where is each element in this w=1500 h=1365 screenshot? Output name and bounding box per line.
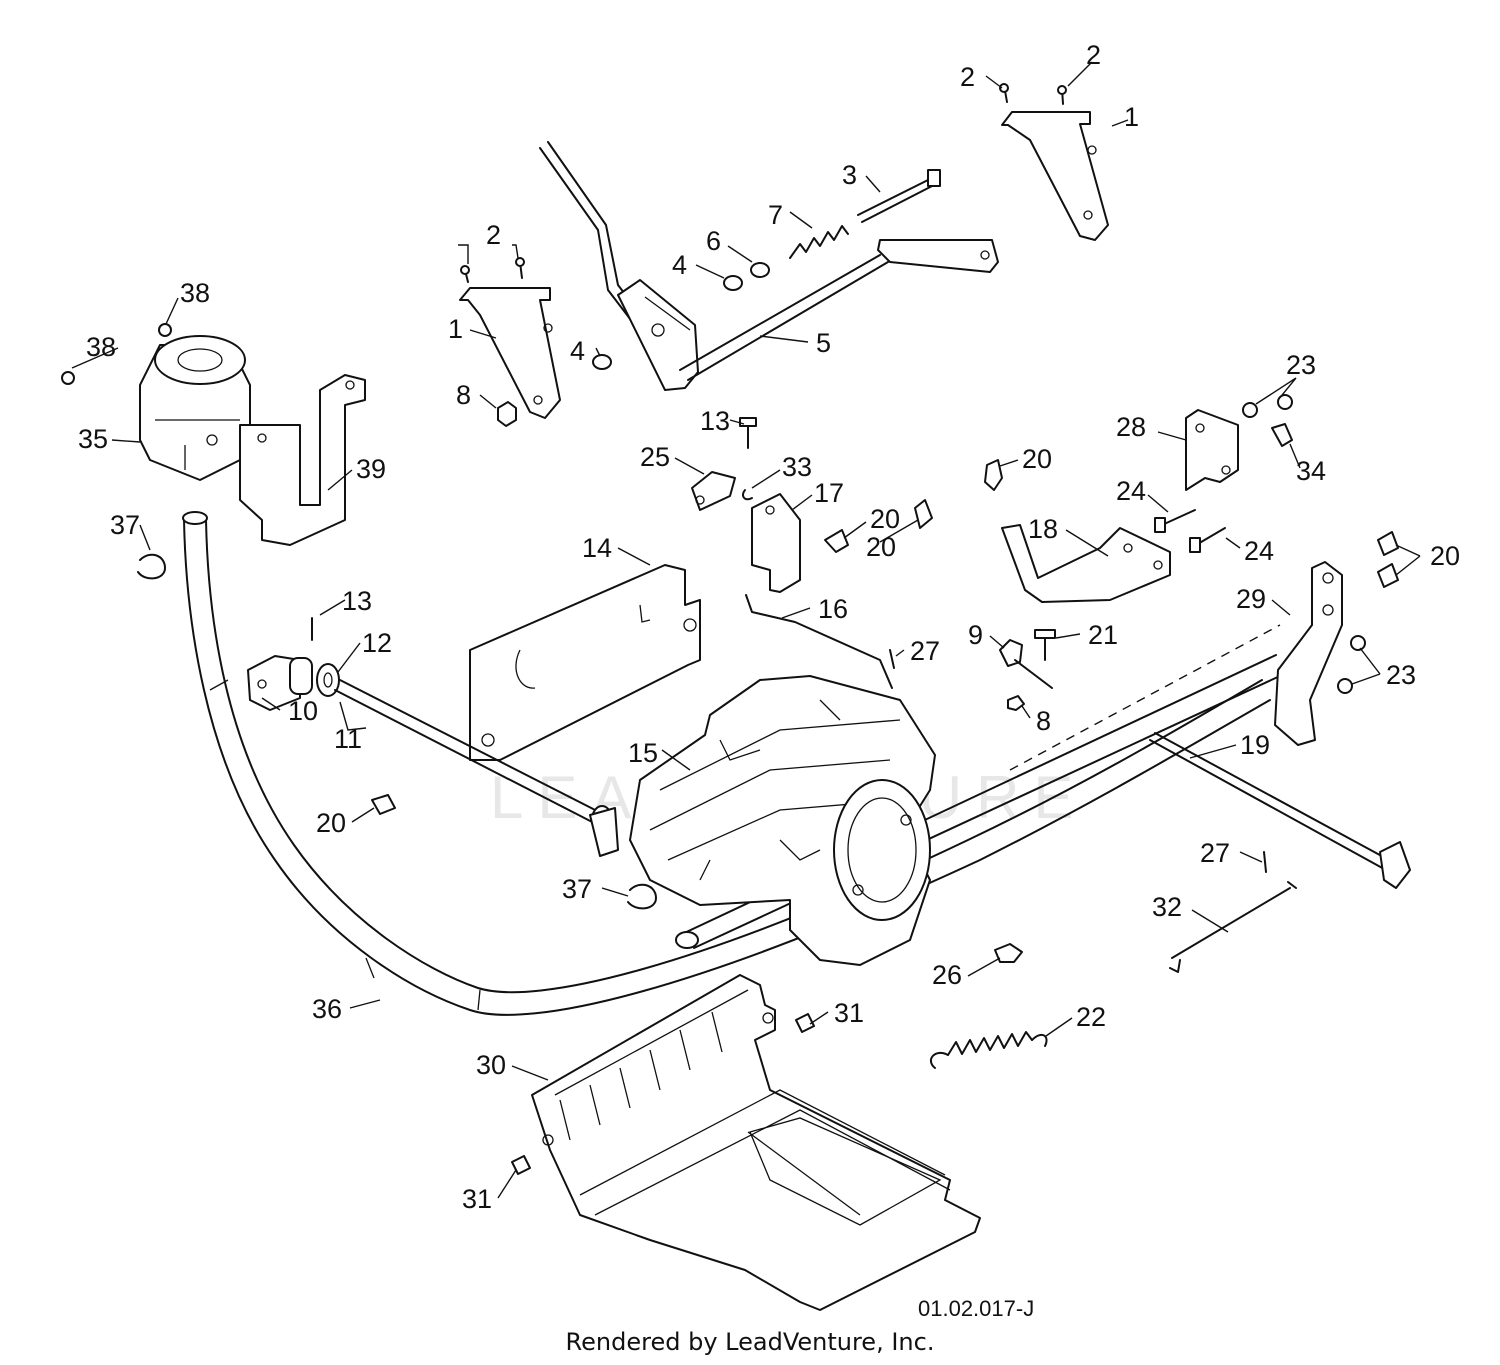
callout-1: 1 [448,314,463,344]
callout-8: 8 [456,380,471,410]
part-nut-8 [497,401,1025,711]
part-link-25 [691,471,736,511]
part-screw-20 [371,459,1399,815]
callout-38: 38 [180,278,210,308]
part-spring-22 [929,1031,1048,1069]
callout-3: 3 [842,160,857,190]
callout-21: 21 [1088,620,1118,650]
part-bolt-34 [1271,423,1293,447]
callout-14: 14 [582,533,612,563]
render-credit: Rendered by LeadVenture, Inc. [565,1328,935,1356]
part-arm-10 [247,655,301,711]
part-clip-26 [994,943,1023,963]
part-bracket-29 [1274,561,1343,746]
part-bracket-1-left [459,287,561,419]
callout-20: 20 [316,808,346,838]
callout-23: 23 [1386,660,1416,690]
callout-5: 5 [816,328,831,358]
callout-24: 24 [1116,476,1146,506]
callout-7: 7 [768,200,783,230]
part-rod-19 [1149,732,1411,889]
callout-4: 4 [570,336,585,366]
callout-labels: 1 1 2 2 2 3 4 4 5 6 7 8 8 9 10 11 12 13 … [78,40,1460,1214]
callout-39: 39 [356,454,386,484]
part-bracket-17 [751,493,801,593]
callout-2: 2 [960,62,975,92]
callout-28: 28 [1116,412,1146,442]
part-pin-24 [1154,509,1226,553]
callout-31: 31 [834,998,864,1028]
callout-6: 6 [706,226,721,256]
callout-20: 20 [1022,444,1052,474]
part-cotter-pin-27 [889,649,1267,873]
part-clip-33 [742,489,753,501]
callout-2: 2 [1086,40,1101,70]
part-rod-16 [745,594,893,689]
callout-20: 20 [870,504,900,534]
callout-27: 27 [910,636,940,666]
callout-26: 26 [932,960,962,990]
callout-16: 16 [818,594,848,624]
part-control-lever [539,141,999,391]
callout-29: 29 [1236,584,1266,614]
part-bolt-21 [1034,629,1056,661]
callout-8: 8 [1036,706,1051,736]
part-bracket-1-right [1001,111,1109,241]
callout-24: 24 [1244,536,1274,566]
part-bracket-18 [1001,524,1171,603]
callout-22: 22 [1076,1002,1106,1032]
leader-lines [71,61,1421,1199]
callout-25: 25 [640,442,670,472]
part-fill-tube [182,511,1271,1016]
callout-20: 20 [866,532,896,562]
callout-33: 33 [782,452,812,482]
part-washers [592,262,770,370]
callout-13: 13 [342,586,372,616]
callout-17: 17 [814,478,844,508]
callout-1: 1 [1124,102,1139,132]
callout-36: 36 [312,994,342,1024]
callout-34: 34 [1296,456,1326,486]
part-bolt-38 [61,323,172,385]
callout-4: 4 [672,250,687,280]
part-skid-plate [531,974,981,1311]
callout-19: 19 [1240,730,1270,760]
callout-10: 10 [288,696,318,726]
part-hose-clamp [137,553,657,910]
callout-15: 15 [628,738,658,768]
callout-35: 35 [78,424,108,454]
part-screw-2 [460,83,1067,283]
part-nut-23 [1242,394,1366,694]
callout-30: 30 [476,1050,506,1080]
callout-13: 13 [700,406,730,436]
part-reservoir-bracket [239,374,366,546]
callout-37: 37 [562,874,592,904]
part-shaft-11 [334,679,619,857]
callout-27: 27 [1200,838,1230,868]
callout-9: 9 [968,620,983,650]
part-spring-7 [789,225,849,259]
callout-18: 18 [1028,514,1058,544]
part-transmission [629,675,936,966]
part-rod-32 [1169,881,1297,973]
drawing-number: 01.02.017-J [918,1296,1034,1321]
callout-23: 23 [1286,350,1316,380]
part-bracket-28 [1185,409,1239,491]
callout-37: 37 [110,510,140,540]
callout-2: 2 [486,220,501,250]
part-pin-13 [311,417,757,641]
callout-11: 11 [334,724,362,754]
part-washer-12 [289,657,340,697]
part-bolt-3 [857,169,941,223]
part-clip-9 [999,639,1053,689]
callout-20: 20 [1430,541,1460,571]
part-shield-plate [469,564,701,761]
callout-38: 38 [86,332,116,362]
part-reservoir [139,335,251,481]
callout-31: 31 [462,1184,492,1214]
callout-32: 32 [1152,892,1182,922]
callout-12: 12 [362,628,392,658]
